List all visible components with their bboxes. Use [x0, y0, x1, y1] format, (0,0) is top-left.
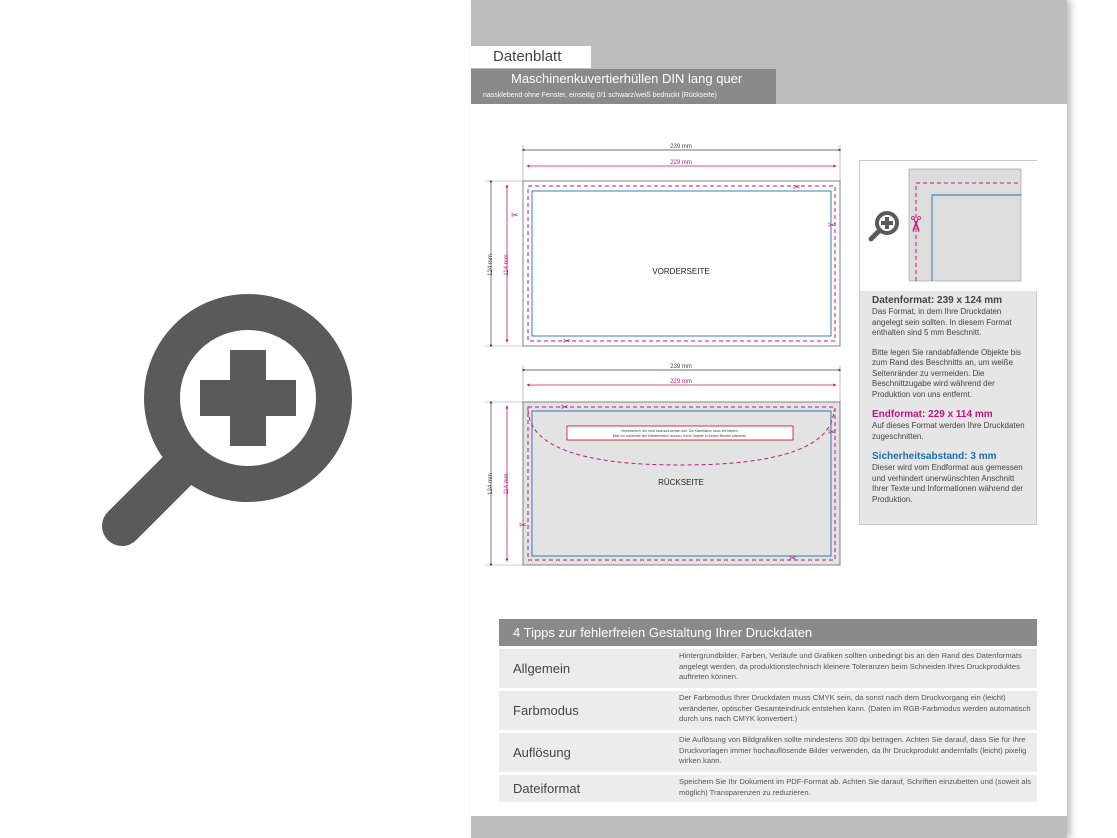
front-width-outer: 239 mm [670, 144, 692, 150]
datenformat-text: Das Format, in dem Ihre Druckdaten angel… [872, 307, 1012, 337]
endformat-text: Auf dieses Format werden Ihre Druckdaten… [872, 421, 1025, 441]
product-subtitle: nassklebend ohne Fenster, einseitig 0/1 … [483, 92, 717, 99]
glue-warning-line1: Klebebereich, der nicht bedruckt werden … [621, 429, 738, 433]
data-sheet: Datenblatt Maschinenkuvertierhüllen DIN … [471, 0, 1067, 838]
tip-name: Dateiformat [513, 781, 581, 796]
back-width-inner: 229 mm [670, 379, 692, 385]
scissors-icon: ✂ [828, 427, 836, 437]
back-width-outer: 239 mm [670, 364, 692, 370]
front-height-outer: 124 mm [488, 254, 494, 276]
endformat-title: Endformat: 229 x 114 mm [872, 409, 993, 420]
tip-row: Auflösung Die Auflösung von Bildgrafiken… [499, 733, 1037, 772]
tip-text: Die Auflösung von Bildgrafiken sollte mi… [679, 735, 1027, 766]
scissors-icon: ✂ [793, 182, 801, 192]
envelope-diagram: 239 mm 229 mm 124 mm 114 mm VORDERSEITE … [485, 144, 842, 567]
info-text: Datenformat: 239 x 124 mm Das Format, in… [872, 295, 1032, 514]
tip-name: Allgemein [513, 661, 571, 676]
safety-text: Dieser wird vom Endformat aus gemessen u… [872, 463, 1024, 504]
back-label: RÜCKSEITE [658, 478, 704, 487]
front-label: VORDERSEITE [652, 267, 709, 276]
scissors-icon: ✂ [561, 402, 569, 412]
scissors-icon: ✂ [511, 210, 519, 220]
back-height-outer: 124 mm [488, 473, 494, 495]
datenformat-title: Datenformat: 239 x 124 mm [872, 295, 1003, 306]
product-title: Maschinenkuvertierhüllen DIN lang quer [511, 71, 743, 86]
doc-label: Datenblatt [471, 46, 591, 68]
tip-row: Allgemein Hintergrundbilder, Farben, Ver… [499, 649, 1037, 688]
tip-text: Hintergrundbilder, Farben, Verläufe und … [679, 651, 1022, 682]
back-side: 239 mm 229 mm 124 mm 114 mm Klebebereich… [485, 364, 842, 567]
scissors-icon: ✂ [563, 336, 571, 346]
front-height-inner: 114 mm [504, 254, 510, 275]
tip-name: Auflösung [513, 745, 571, 760]
scissors-icon: ✂ [828, 220, 836, 230]
tip-name: Farbmodus [513, 703, 579, 718]
info-box: ✂ Datenformat: 239 x 124 mm Das Format, … [859, 160, 1038, 525]
tip-row: Dateiformat Speichern Sie Ihr Dokument i… [499, 775, 1037, 802]
zoom-in-icon [868, 211, 899, 242]
tips-title: 4 Tipps zur fehlerfreien Gestaltung Ihre… [499, 619, 1037, 646]
zoom-in-icon[interactable] [100, 290, 360, 550]
title-bar: Maschinenkuvertierhüllen DIN lang quer n… [471, 69, 776, 104]
front-width-inner: 229 mm [670, 160, 692, 166]
tip-text: Der Farbmodus Ihrer Druckdaten muss CMYK… [679, 693, 1031, 724]
safety-title: Sicherheitsabstand: 3 mm [872, 451, 997, 462]
tip-text: Speichern Sie Ihr Dokument im PDF-Format… [679, 777, 1032, 797]
back-height-inner: 114 mm [504, 473, 510, 494]
tips-table: 4 Tipps zur fehlerfreien Gestaltung Ihre… [499, 619, 1037, 802]
front-side: 239 mm 229 mm 124 mm 114 mm VORDERSEITE … [485, 144, 842, 348]
footer-band [471, 816, 1067, 838]
glue-warning-line2: Bitte nur außerhalb des Klebebereichs dr… [613, 434, 748, 438]
scissors-icon: ✂ [519, 520, 527, 530]
bleed-text: Bitte legen Sie randabfallende Objekte b… [872, 347, 1021, 399]
tip-row: Farbmodus Der Farbmodus Ihrer Druckdaten… [499, 691, 1037, 730]
scissors-icon: ✂ [903, 215, 928, 233]
scissors-icon: ✂ [789, 553, 797, 563]
detail-preview: ✂ [860, 161, 1038, 291]
